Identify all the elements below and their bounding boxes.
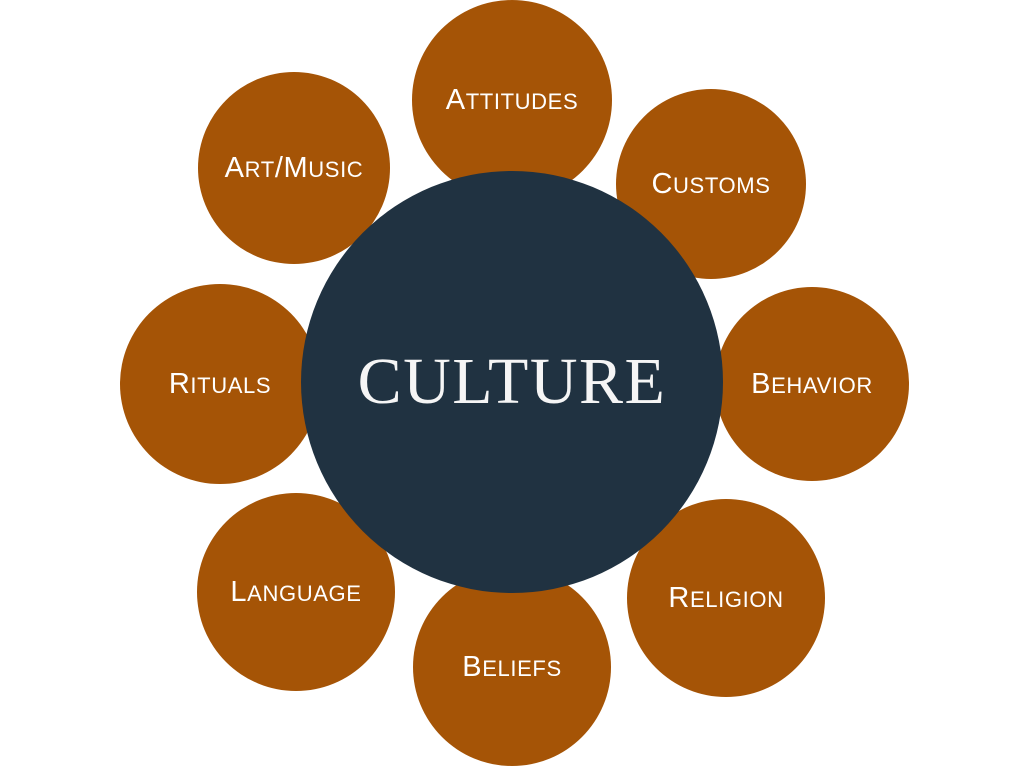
petal-node-art-music[interactable]: ART/MUSIC [198, 72, 390, 264]
petal-label-art-music: ART/MUSIC [224, 151, 364, 184]
petal-node-rituals[interactable]: RITUALS [120, 284, 320, 484]
petal-label-religion: RELIGION [668, 581, 784, 614]
petal-node-attitudes[interactable]: ATTITUDES [412, 0, 612, 200]
petal-label-behavior: BEHAVIOR [751, 367, 873, 400]
petal-node-beliefs[interactable]: BELIEFS [413, 568, 611, 766]
petal-label-attitudes: ATTITUDES [445, 83, 579, 116]
petal-label-language: LANGUAGE [230, 575, 362, 608]
petal-label-beliefs: BELIEFS [462, 650, 562, 683]
core-node-culture[interactable]: CULTURE [301, 171, 723, 593]
core-label-culture: CULTURE [357, 345, 667, 418]
petal-label-rituals: RITUALS [168, 367, 272, 400]
petal-label-customs: CUSTOMS [651, 167, 771, 200]
petal-node-behavior[interactable]: BEHAVIOR [715, 287, 909, 481]
